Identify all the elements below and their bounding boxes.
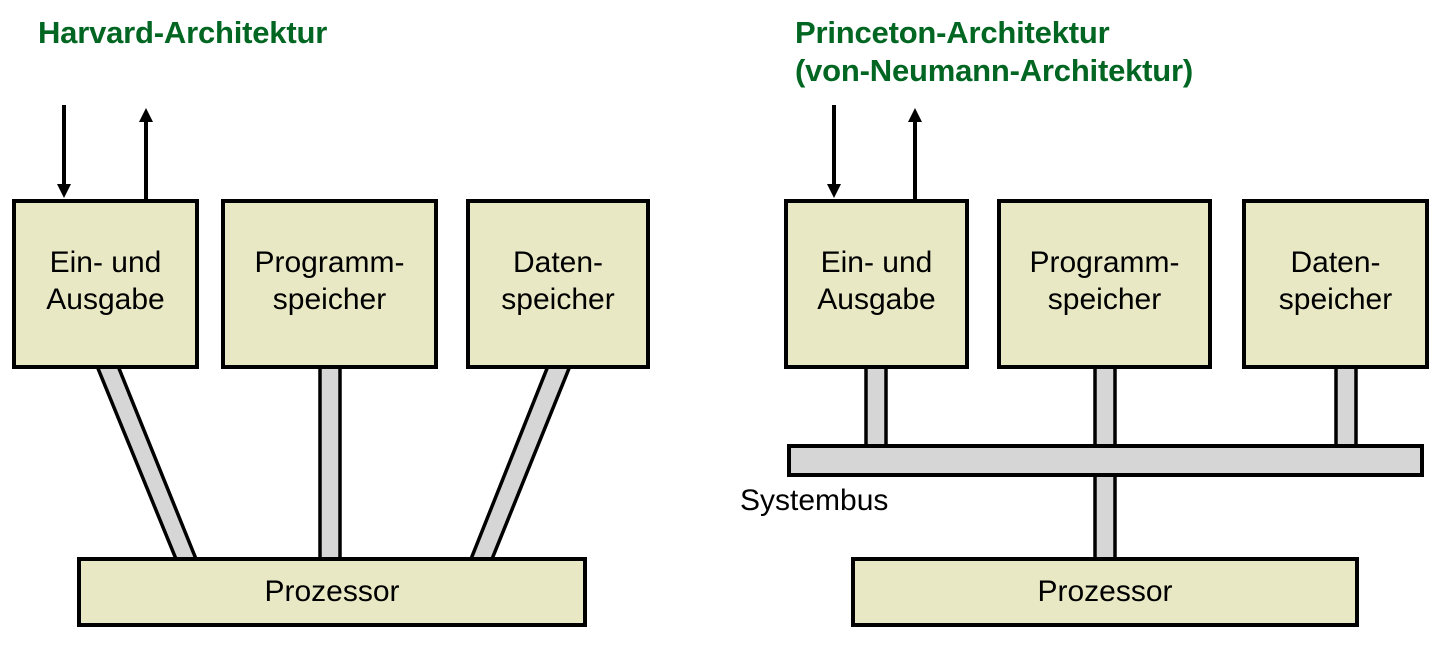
princeton-connectors [864, 364, 1358, 561]
princeton-arrows [827, 105, 922, 201]
box-princeton-program-memory[interactable] [997, 199, 1212, 369]
box-princeton-processor[interactable] [851, 557, 1359, 627]
harvard-arrows [57, 105, 153, 201]
connector-princeton-io-bus [864, 364, 888, 449]
connector-harvard-data-processor [468, 364, 573, 561]
harvard-connectors [94, 364, 573, 561]
box-princeton-data-memory[interactable] [1242, 199, 1429, 369]
label-princeton-system-bus: Systembus [740, 484, 889, 517]
harvard-boxes [12, 199, 650, 627]
princeton-title-line1: Princeton-Architektur [795, 15, 1110, 50]
box-princeton-io[interactable] [784, 199, 969, 369]
connector-harvard-program-processor [318, 364, 342, 561]
princeton-system-bus-bar[interactable] [787, 444, 1424, 477]
connector-princeton-program-bus [1093, 364, 1117, 449]
connector-princeton-bus-processor [1093, 471, 1117, 561]
box-harvard-program-memory[interactable] [221, 199, 438, 369]
box-harvard-processor[interactable] [77, 557, 587, 627]
princeton-title-line2: (von-Neumann-Architektur) [795, 53, 1194, 88]
connector-princeton-data-bus [1334, 364, 1358, 449]
box-harvard-data-memory[interactable] [466, 199, 650, 369]
princeton-boxes [784, 199, 1429, 627]
box-harvard-io[interactable] [12, 199, 199, 369]
harvard-title: Harvard-Architektur [38, 15, 328, 50]
connector-harvard-io-processor [94, 364, 199, 561]
